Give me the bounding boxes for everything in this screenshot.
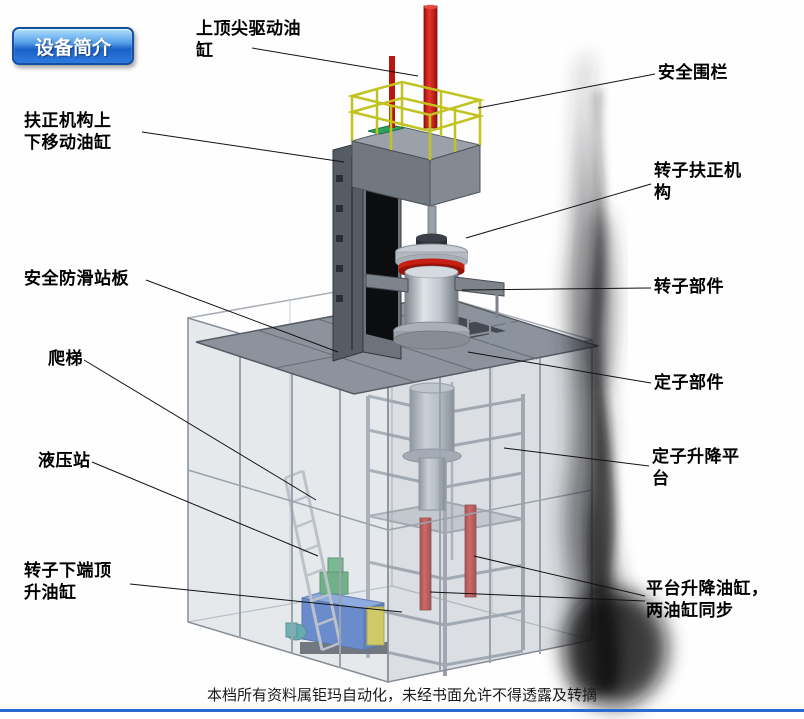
head-box-graphic	[350, 124, 482, 207]
label-platform-lift-cylinders: 平台升降油缸， 两油缸同步	[646, 579, 769, 621]
leader-lines	[83, 47, 656, 613]
bottom-divider	[0, 709, 804, 712]
label-safety-fence: 安全围栏	[658, 63, 728, 82]
label-rotor-bottom-jack-cylinder: 转子下端顶 升油缸	[24, 561, 112, 603]
stator-column-graphic	[402, 382, 462, 511]
label-stator-lift-platform: 定子升降平 台	[652, 447, 740, 489]
label-ladder: 爬梯	[48, 349, 83, 368]
label-top-drive-cylinder: 上顶尖驱动油 缸	[196, 19, 301, 61]
safety-fence-graphic	[347, 80, 485, 160]
title-badge: 设备简介	[12, 27, 134, 65]
label-alignment-lift-cylinder: 扶正机构上 下移动油缸	[24, 111, 112, 153]
label-rotor-part: 转子部件	[654, 277, 724, 296]
label-anti-slip-platform: 安全防滑站板	[24, 269, 129, 288]
smoke-smudge	[563, 58, 667, 706]
footer-note: 本档所有资料属钜玛自动化，未经书面允许不得透露及转摘	[206, 687, 597, 704]
label-hydraulic-station: 液压站	[38, 451, 91, 470]
platform-lift-cylinders-graphic	[419, 504, 477, 611]
label-stator-part: 定子部件	[654, 373, 724, 392]
rotor-graphic	[365, 205, 505, 350]
label-rotor-alignment-mechanism: 转子扶正机 构	[654, 161, 742, 203]
top-drive-cylinder-graphic	[389, 4, 438, 129]
